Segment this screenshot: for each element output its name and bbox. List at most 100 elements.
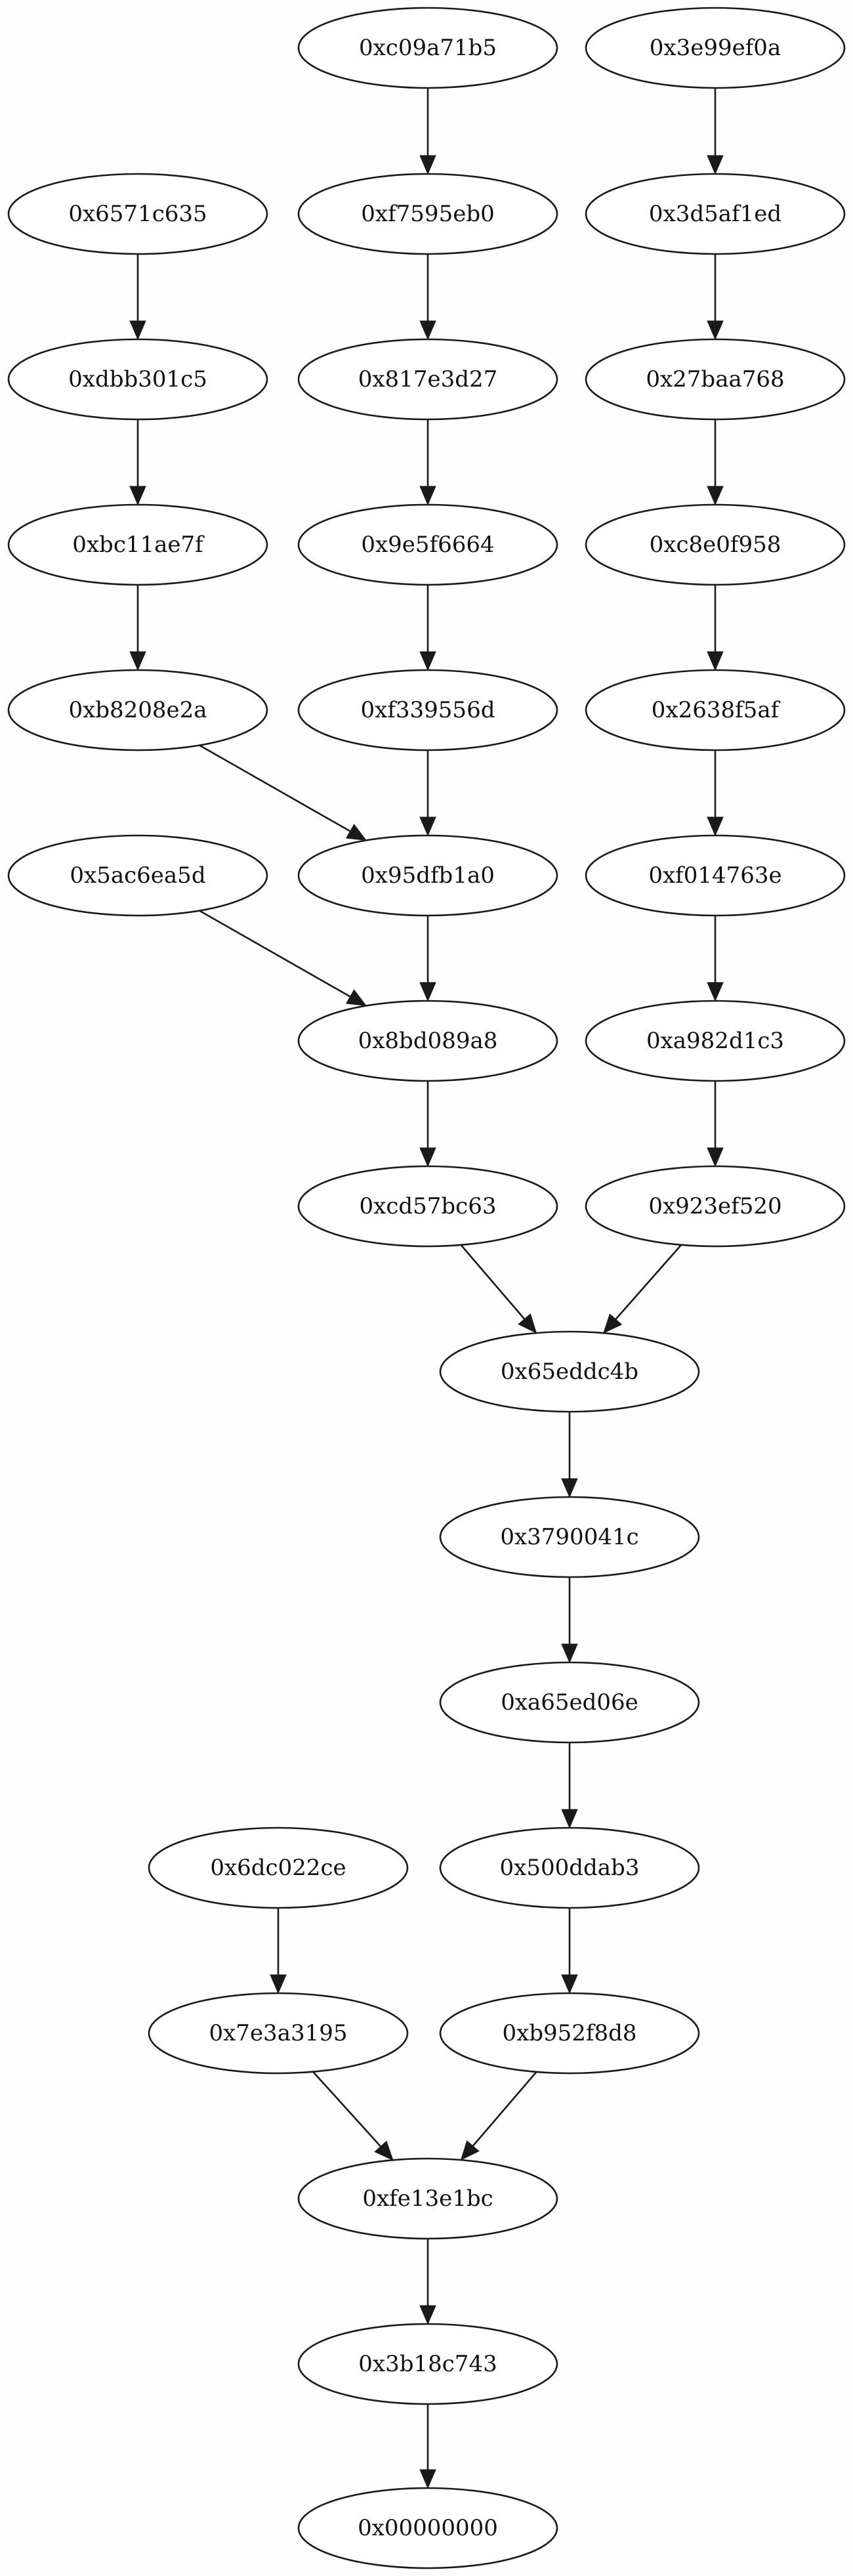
edge-arrow bbox=[707, 88, 724, 175]
edge-arrow bbox=[419, 2404, 436, 2489]
arrowhead bbox=[707, 486, 724, 506]
node-label: 0xcd57bc63 bbox=[360, 1193, 497, 1219]
node-0x8bd089a8: 0x8bd089a8 bbox=[297, 1000, 558, 1082]
edge-line bbox=[460, 1244, 526, 1320]
arrowhead bbox=[518, 1313, 537, 1334]
node-label: 0xc8e0f958 bbox=[650, 532, 781, 558]
edge-line bbox=[312, 2071, 382, 2147]
edge-arrow bbox=[129, 419, 146, 506]
edge-line bbox=[199, 744, 351, 832]
arrowhead bbox=[419, 2469, 436, 2489]
edge-arrow bbox=[419, 254, 436, 341]
arrowhead bbox=[419, 155, 436, 175]
edge-arrow bbox=[419, 88, 436, 175]
node-0xf339556d: 0xf339556d bbox=[297, 669, 558, 751]
node-label: 0x00000000 bbox=[358, 2515, 498, 2541]
node-0x65eddc4b: 0x65eddc4b bbox=[439, 1330, 700, 1413]
arrowhead bbox=[707, 1147, 724, 1168]
edge-line bbox=[615, 1244, 682, 1320]
arrowhead bbox=[707, 320, 724, 341]
node-label: 0xbc11ae7f bbox=[72, 532, 205, 558]
arrowhead bbox=[419, 651, 436, 671]
arrowhead bbox=[419, 320, 436, 341]
arrowhead bbox=[707, 155, 724, 175]
arrowhead bbox=[129, 320, 146, 341]
node-label: 0x6dc022ce bbox=[210, 1855, 346, 1881]
node-label: 0x8bd089a8 bbox=[358, 1028, 498, 1054]
node-label: 0x3d5af1ed bbox=[649, 201, 781, 227]
arrowhead bbox=[707, 816, 724, 837]
arrowhead bbox=[419, 1147, 436, 1168]
edge-arrow bbox=[419, 2239, 436, 2325]
node-0xf014763e: 0xf014763e bbox=[585, 834, 846, 917]
edge-arrow bbox=[707, 419, 724, 506]
node-0x9e5f6664: 0x9e5f6664 bbox=[297, 503, 558, 586]
node-0x5ac6ea5d: 0x5ac6ea5d bbox=[7, 834, 268, 917]
arrowhead bbox=[129, 651, 146, 671]
edge-arrow bbox=[129, 585, 146, 671]
node-label: 0x65eddc4b bbox=[501, 1359, 638, 1385]
node-0xa65ed06e: 0xa65ed06e bbox=[439, 1661, 700, 1744]
node-label: 0xdbb301c5 bbox=[68, 366, 207, 392]
edge-arrow bbox=[419, 585, 436, 671]
arrowhead bbox=[419, 816, 436, 837]
node-label: 0x2638f5af bbox=[652, 697, 781, 723]
arrowhead bbox=[419, 982, 436, 1002]
edge-arrow bbox=[419, 1081, 436, 1168]
edge-arrow bbox=[707, 750, 724, 837]
node-label: 0xa65ed06e bbox=[501, 1689, 638, 1716]
node-label: 0xc09a71b5 bbox=[359, 35, 497, 61]
node-label: 0x3b18c743 bbox=[358, 2351, 497, 2377]
node-0x6571c635: 0x6571c635 bbox=[7, 173, 268, 255]
edge-arrow bbox=[460, 2071, 537, 2161]
node-0x3b18c743: 0x3b18c743 bbox=[297, 2323, 558, 2405]
edge-arrow bbox=[603, 1244, 682, 1334]
edge-arrow bbox=[707, 585, 724, 671]
edge-arrow bbox=[419, 916, 436, 1002]
node-0x500ddab3: 0x500ddab3 bbox=[439, 1826, 700, 1909]
edge-arrow bbox=[312, 2071, 394, 2161]
node-label: 0x3790041c bbox=[500, 1524, 638, 1550]
edges-layer bbox=[129, 88, 724, 2489]
node-0x6dc022ce: 0x6dc022ce bbox=[148, 1826, 409, 1909]
node-label: 0xfe13e1bc bbox=[362, 2185, 493, 2212]
node-0xcd57bc63: 0xcd57bc63 bbox=[297, 1165, 558, 1248]
node-0xb952f8d8: 0xb952f8d8 bbox=[439, 1992, 700, 2075]
node-0xc09a71b5: 0xc09a71b5 bbox=[297, 7, 558, 89]
edge-arrow bbox=[707, 1081, 724, 1168]
node-0x7e3a3195: 0x7e3a3195 bbox=[148, 1992, 409, 2075]
edge-line bbox=[199, 910, 351, 998]
node-0xa982d1c3: 0xa982d1c3 bbox=[585, 1000, 846, 1082]
edge-line bbox=[472, 2071, 537, 2147]
node-0xf7595eb0: 0xf7595eb0 bbox=[297, 173, 558, 255]
node-label: 0xf339556d bbox=[361, 697, 495, 723]
arrowhead bbox=[270, 1974, 287, 1995]
edge-arrow bbox=[707, 916, 724, 1002]
edge-arrow bbox=[561, 1908, 578, 1995]
arrowhead bbox=[561, 1643, 578, 1664]
edge-arrow bbox=[199, 744, 367, 841]
arrowhead bbox=[460, 2140, 480, 2161]
arrowhead bbox=[374, 2140, 394, 2161]
node-label: 0xf7595eb0 bbox=[361, 201, 494, 227]
node-label: 0x7e3a3195 bbox=[209, 2020, 348, 2046]
node-label: 0x500ddab3 bbox=[500, 1855, 640, 1881]
node-label: 0xb8208e2a bbox=[68, 697, 207, 723]
node-label: 0x95dfb1a0 bbox=[361, 862, 495, 889]
edge-arrow bbox=[561, 1412, 578, 1498]
node-label: 0x9e5f6664 bbox=[361, 532, 494, 558]
arrowhead bbox=[345, 824, 367, 841]
arrowhead bbox=[129, 486, 146, 506]
node-label: 0xb952f8d8 bbox=[502, 2020, 636, 2046]
node-label: 0x923ef520 bbox=[648, 1193, 781, 1219]
node-0x923ef520: 0x923ef520 bbox=[585, 1165, 846, 1248]
node-0x3e99ef0a: 0x3e99ef0a bbox=[585, 7, 846, 89]
edge-arrow bbox=[419, 419, 436, 506]
edge-arrow bbox=[561, 1577, 578, 1664]
edge-arrow bbox=[460, 1244, 537, 1334]
node-0xc8e0f958: 0xc8e0f958 bbox=[585, 503, 846, 586]
arrowhead bbox=[419, 2305, 436, 2325]
node-0x3d5af1ed: 0x3d5af1ed bbox=[585, 173, 846, 255]
edge-arrow bbox=[199, 910, 367, 1007]
edge-arrow bbox=[419, 750, 436, 837]
